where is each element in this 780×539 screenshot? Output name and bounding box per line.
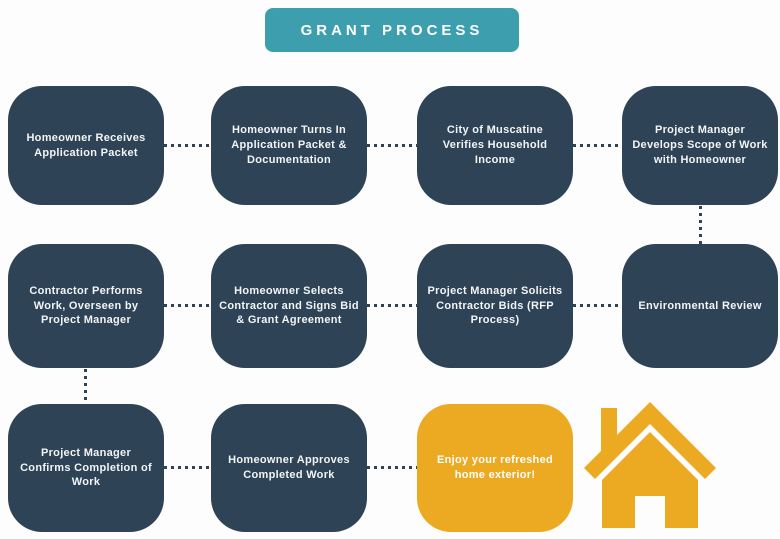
page-title: GRANT PROCESS <box>300 21 484 39</box>
step-label: Project Manager Solicits Contractor Bids… <box>427 284 563 327</box>
step-label: Environmental Review <box>638 299 762 312</box>
step-homeowner-turns-in-packet: Homeowner Turns In Application Packet & … <box>211 86 367 205</box>
step-environmental-review: Environmental Review <box>622 244 778 368</box>
step-homeowner-approves-work: Homeowner Approves Completed Work <box>211 404 367 532</box>
dotted-connector <box>573 144 622 147</box>
step-homeowner-receives-packet: Homeowner Receives Application Packet <box>8 86 164 205</box>
dotted-connector <box>164 304 211 307</box>
dotted-connector <box>164 144 211 147</box>
step-label: Project Manager Confirms Completion of W… <box>20 446 152 489</box>
step-label: Enjoy your refreshed home exterior! <box>436 454 554 481</box>
step-label: Homeowner Approves Completed Work <box>228 454 350 481</box>
step-enjoy-refreshed-exterior: Enjoy your refreshed home exterior! <box>417 404 573 532</box>
dotted-connector <box>164 466 211 469</box>
step-label: Project Manager Develops Scope of Work w… <box>632 124 768 166</box>
dotted-connector <box>84 369 87 404</box>
step-city-verifies-income: City of Muscatine Verifies Household Inc… <box>417 86 573 205</box>
house-body <box>602 432 698 528</box>
house-icon <box>584 402 716 528</box>
step-label: Homeowner Receives Application Packet <box>26 131 146 159</box>
step-pm-confirms-completion: Project Manager Confirms Completion of W… <box>8 404 164 532</box>
house-roof <box>584 402 716 479</box>
dotted-connector <box>573 304 622 307</box>
dotted-connector <box>367 466 417 469</box>
step-label: Homeowner Selects Contractor and Signs B… <box>219 284 359 327</box>
step-pm-solicits-bids: Project Manager Solicits Contractor Bids… <box>417 244 573 368</box>
title-banner: GRANT PROCESS <box>265 8 519 52</box>
dotted-connector <box>699 206 702 244</box>
step-label: Homeowner Turns In Application Packet & … <box>231 124 347 166</box>
dotted-connector <box>367 144 417 147</box>
dotted-connector <box>367 304 417 307</box>
step-label: Contractor Performs Work, Overseen by Pr… <box>29 284 143 327</box>
step-pm-develops-scope: Project Manager Develops Scope of Work w… <box>622 86 778 205</box>
step-label: City of Muscatine Verifies Household Inc… <box>442 124 548 166</box>
step-homeowner-selects-contractor: Homeowner Selects Contractor and Signs B… <box>211 244 367 368</box>
step-contractor-performs-work: Contractor Performs Work, Overseen by Pr… <box>8 244 164 368</box>
